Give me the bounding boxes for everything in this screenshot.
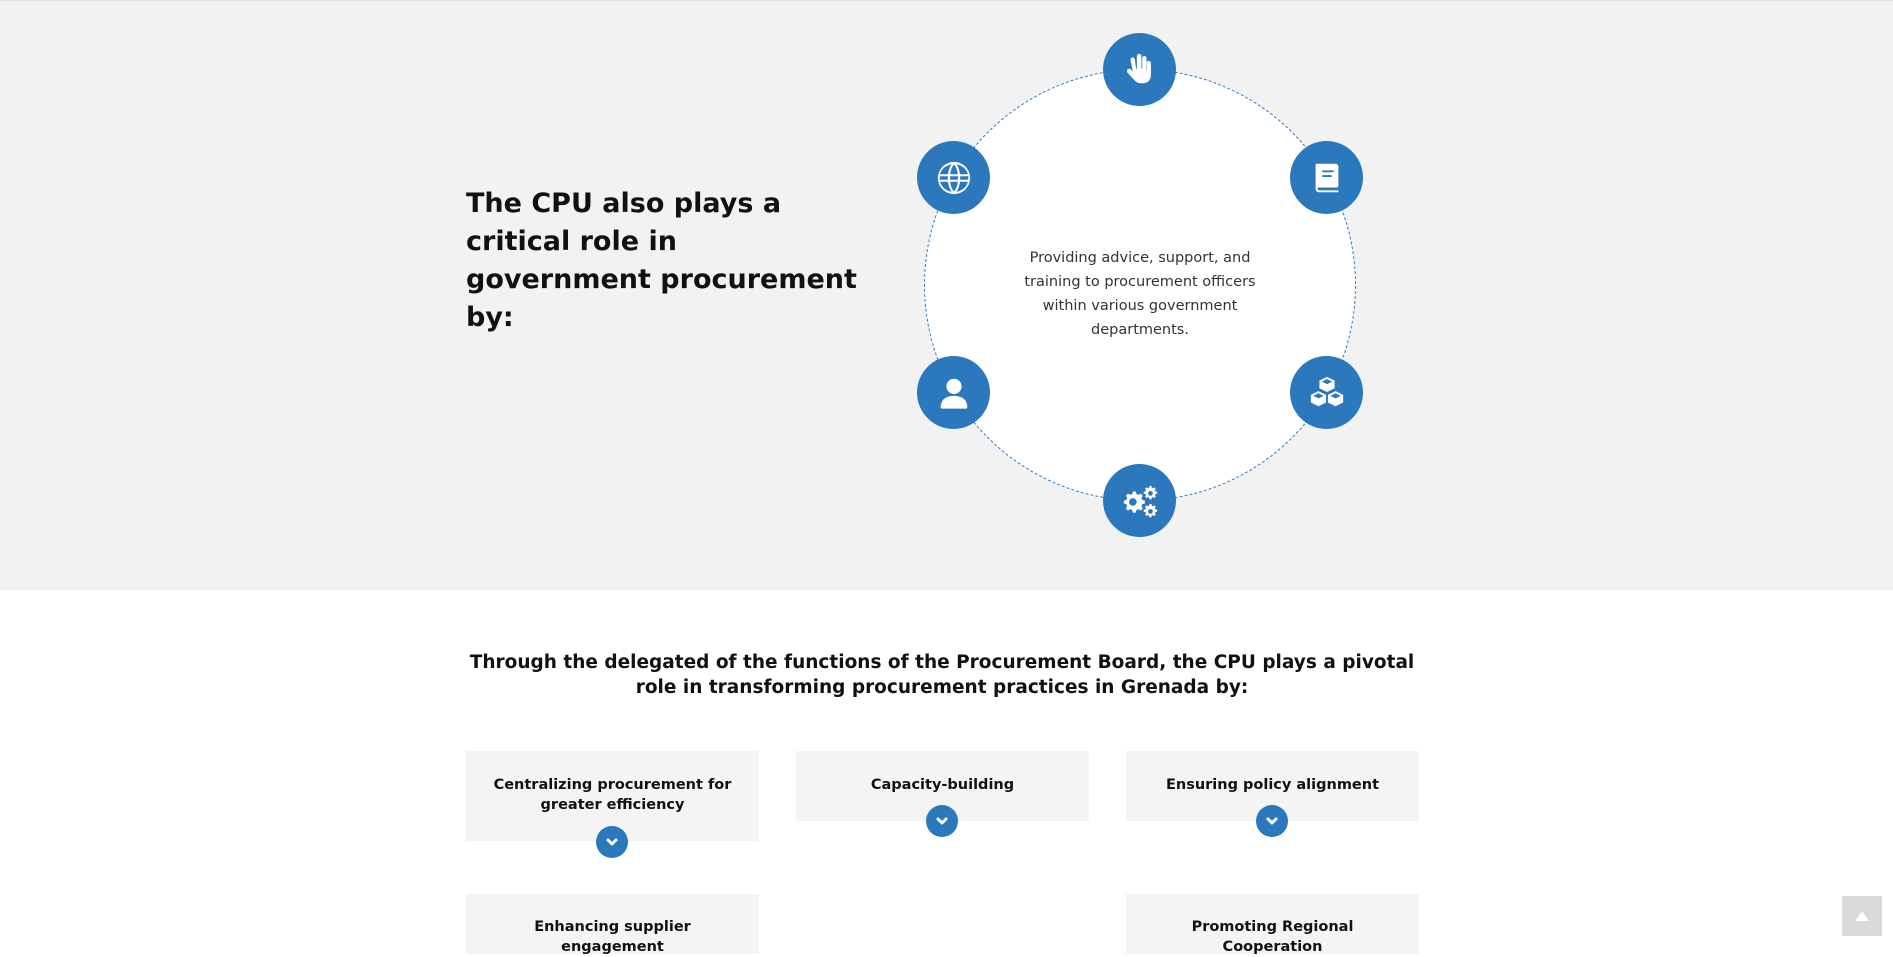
role-circle-text: Providing advice, support, and training …	[1024, 250, 1256, 338]
expand-card-capacity-building-button[interactable]	[926, 805, 958, 837]
accordion-card-label: Ensuring policy alignment	[1165, 777, 1380, 793]
accordion-card-supplier-engagement[interactable]: Enhancing supplier engagement	[466, 894, 759, 955]
accordion-card-label: Enhancing supplier engagement	[534, 919, 691, 955]
role-node-gears[interactable]	[1103, 464, 1176, 537]
accordion-card-label: Capacity-building	[870, 777, 1015, 793]
role-node-user[interactable]	[917, 356, 990, 429]
globe-icon	[937, 161, 970, 194]
gears-icon	[1123, 485, 1157, 517]
functions-heading: Through the delegated of the functions o…	[469, 652, 1415, 698]
hand-icon	[1126, 53, 1151, 83]
role-node-globe[interactable]	[917, 141, 990, 214]
user-icon	[940, 378, 967, 409]
role-node-book[interactable]	[1290, 141, 1363, 214]
expand-card-policy-alignment-button[interactable]	[1256, 805, 1288, 837]
chevron-up-icon	[1855, 911, 1869, 921]
role-circle-widget: Providing advice, support, and training …	[0, 1, 1893, 591]
role-node-cubes[interactable]	[1290, 356, 1363, 429]
book-icon	[1315, 163, 1338, 192]
accordion-card-regional-cooperation[interactable]: Promoting Regional Cooperation	[1126, 894, 1419, 955]
scroll-to-top-button[interactable]	[1842, 896, 1882, 936]
role-node-hand[interactable]	[1103, 33, 1176, 106]
accordion-card-label: Promoting Regional Cooperation	[1191, 919, 1354, 955]
cpu-role-heading: The CPU also plays a critical role in go…	[466, 188, 857, 333]
chevron-down-icon	[1266, 817, 1278, 825]
accordion-card-label: Centralizing procurement for greater eff…	[493, 777, 732, 813]
chevron-down-icon	[936, 817, 948, 825]
expand-card-centralizing-button[interactable]	[596, 826, 628, 858]
cubes-icon	[1310, 376, 1343, 406]
role-circle	[924, 69, 1356, 501]
cpu-role-section: The CPU also plays a critical role in go…	[0, 0, 1893, 590]
chevron-down-icon	[606, 838, 618, 846]
